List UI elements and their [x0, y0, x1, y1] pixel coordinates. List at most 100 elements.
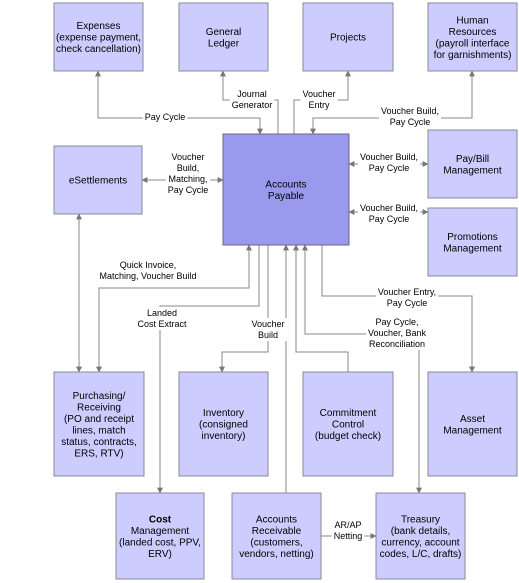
node-label-line: Human	[456, 15, 488, 26]
edge-label-line: Voucher, Bank	[368, 328, 427, 338]
node-label-line: Accounts	[265, 179, 306, 190]
node-label-line: Management	[443, 243, 502, 254]
node-label-line: Asset	[460, 414, 485, 425]
node-box	[427, 207, 518, 277]
node-box	[427, 2, 518, 72]
edge-label-line: Pay Cycle,	[375, 317, 418, 327]
node-box	[115, 492, 205, 580]
edge-label-background	[135, 307, 190, 330]
node-label-line: currency, account	[381, 537, 459, 548]
node-box	[231, 492, 322, 580]
edge-label-background	[375, 286, 439, 309]
edge-purch-b	[96, 244, 252, 373]
edge-label-background	[229, 88, 275, 111]
node-label-line: codes, L/C, drafts)	[380, 549, 462, 560]
edge-label-line: Netting	[334, 531, 363, 541]
node-label-line: check cancellation)	[56, 44, 141, 55]
node-label-line: Inventory	[203, 408, 244, 419]
edge-label-line: Pay Cycle	[369, 214, 410, 224]
edge-label-background	[357, 202, 421, 225]
edge-label-line: Pay Cycle	[387, 298, 428, 308]
node-purchasing-receiving: Purchasing/Receiving(PO and receiptlines…	[53, 371, 145, 477]
node-label-line: Accounts	[256, 514, 297, 525]
label-paybill: Voucher Build,Pay Cycle	[357, 151, 421, 174]
node-label-line: status, contracts,	[61, 437, 137, 448]
edge-label-line: Build,	[177, 163, 200, 173]
edge-label-line: Pay Cycle	[145, 112, 186, 122]
edge-label-background	[300, 88, 338, 111]
node-label-line: vendors, netting)	[239, 549, 314, 560]
node-esettlements: eSettlements	[53, 145, 143, 215]
node-label-line: Management	[443, 425, 502, 436]
node-label-line: for garnishments)	[434, 50, 512, 61]
node-label-line: Receivable	[252, 526, 302, 537]
node-label-line: (expense payment,	[56, 33, 141, 44]
node-label-line: Expenses	[77, 21, 121, 32]
node-label-line: eSettlements	[69, 176, 127, 187]
node-label-line: Pay/Bill	[456, 154, 489, 165]
edge-label-background	[142, 111, 188, 123]
edge-label-background	[97, 259, 199, 282]
node-label-line: Payable	[268, 191, 305, 202]
node-label-line: (customers,	[250, 537, 302, 548]
edge-label-line: Landed	[147, 308, 177, 318]
edge-label-line: Voucher	[302, 89, 335, 99]
node-treasury: Treasury(bank details,currency, accountc…	[375, 492, 466, 580]
edge-label-background	[249, 318, 287, 341]
node-label-line: (budget check)	[315, 431, 381, 442]
edge-label-line: Voucher	[251, 319, 284, 329]
node-box	[53, 2, 144, 72]
node-label-line: Treasury	[401, 514, 440, 525]
edge-cost	[157, 245, 260, 494]
node-label-line: Management	[131, 526, 190, 537]
edge-label-line: Reconciliation	[369, 339, 425, 349]
label-purch: Quick Invoice,Matching, Voucher Build	[97, 259, 199, 282]
edge-label-line: Matching, Voucher Build	[99, 271, 196, 281]
node-label-line: inventory)	[202, 431, 246, 442]
edge-label-background	[365, 316, 429, 350]
node-box	[302, 371, 394, 477]
node-label-line: (bank details,	[391, 526, 450, 537]
node-label-line: (PO and receipt	[64, 414, 134, 425]
node-box	[375, 492, 466, 580]
edge-label-line: Quick Invoice,	[120, 260, 177, 270]
label-voucher-build-hr: Voucher Build,Pay Cycle	[378, 105, 442, 128]
edge-inventory	[219, 245, 269, 373]
edge-label-line: Generator	[232, 100, 273, 110]
edge-label-line: Pay Cycle	[369, 163, 410, 173]
node-label-line: (consigned	[199, 420, 248, 431]
edge-label-line: Build	[258, 330, 278, 340]
node-box	[222, 133, 350, 246]
edge-label-line: Cost Extract	[137, 319, 187, 329]
node-label-line: Resources	[449, 27, 497, 38]
edge-label-line: Entry	[308, 100, 330, 110]
edge-label-background	[357, 151, 421, 174]
node-box	[53, 145, 143, 215]
node-label-line: Purchasing/	[73, 391, 126, 402]
node-label-line: lines, match	[72, 425, 125, 436]
node-label-line: Projects	[330, 33, 366, 44]
edge-label-line: Voucher Entry,	[378, 287, 436, 297]
node-label-line: ERS, RTV)	[74, 448, 123, 459]
edge-label-background	[378, 105, 442, 128]
node-label-line: Commitment	[320, 408, 377, 419]
nodes: Expenses(expense payment,check cancellat…	[53, 2, 518, 580]
edge-treasury	[302, 244, 422, 494]
edge-label-line: Voucher Build,	[360, 152, 418, 162]
node-box	[178, 371, 269, 477]
node-label-line: Ledger	[208, 38, 240, 49]
node-box	[427, 129, 518, 199]
